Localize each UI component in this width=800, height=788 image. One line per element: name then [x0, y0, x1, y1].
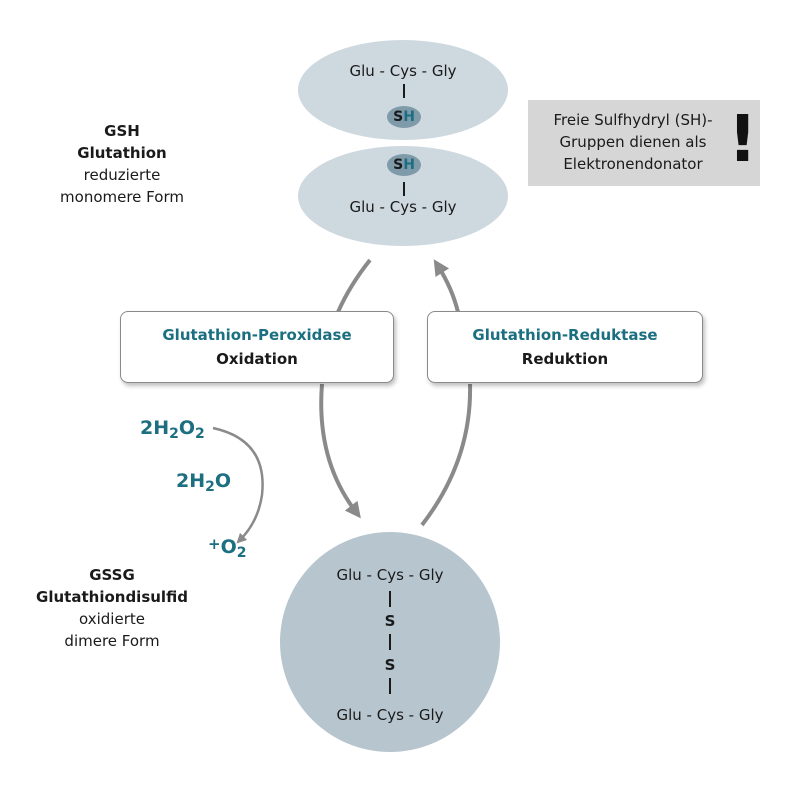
sulfur-label: S: [393, 157, 404, 173]
sulfhydryl-note: Freie Sulfhydryl (SH)- Gruppen dienen al…: [528, 100, 760, 186]
hydrogen-label: H: [403, 157, 415, 173]
gsh-bottom-sh-group: SH: [387, 154, 421, 176]
oxidation-arrow-lower: [319, 383, 361, 519]
gssg-bond-3: [389, 678, 391, 694]
gsh-name: Glutathion: [77, 144, 167, 162]
gssg-bond-2: [389, 634, 391, 650]
note-line-3: Elektronendonator: [563, 155, 703, 173]
enzyme-peroxidase: Glutathion-Peroxidase Oxidation: [120, 311, 394, 383]
gssg-abbr: GSSG: [89, 566, 135, 584]
enzyme-reductase: Glutathion-Reduktase Reduktion: [427, 311, 703, 383]
gsh-top-bond: [403, 84, 405, 98]
gssg-bond-1: [389, 591, 391, 607]
formula-hydrogen-peroxide: 2H2O2: [140, 417, 205, 442]
reduction-arrow-lower: [420, 383, 473, 527]
hydrogen-label: H: [403, 109, 415, 125]
sulfur-label: S: [393, 109, 404, 125]
gssg-state: oxidierte: [79, 610, 145, 628]
gssg-sulfur-1: S: [384, 612, 396, 630]
peroxidase-name: Glutathion-Peroxidase: [162, 326, 352, 344]
gssg-sulfur-2: S: [384, 656, 396, 674]
gssg-bottom-chain: Glu - Cys - Gly: [336, 706, 444, 724]
gsh-top-sh-group: SH: [387, 106, 421, 128]
reduction-label: Reduktion: [521, 350, 609, 368]
gsh-form: monomere Form: [60, 188, 184, 206]
oxidation-label: Oxidation: [216, 350, 298, 368]
reductase-name: Glutathion-Reduktase: [472, 326, 658, 344]
gsh-label: GSH Glutathion reduzierte monomere Form: [22, 120, 222, 208]
note-line-1: Freie Sulfhydryl (SH)-: [553, 111, 713, 129]
gsh-bottom-chain: Glu - Cys - Gly: [349, 198, 457, 216]
gsh-state: reduzierte: [83, 166, 161, 184]
peroxide-conversion-arrow: [212, 426, 264, 544]
gssg-label: GSSG Glutathiondisulfid oxidierte dimere…: [12, 564, 212, 652]
exclamation-icon: !: [728, 103, 758, 177]
formula-water: 2H2O: [176, 470, 232, 495]
gsh-top-chain: Glu - Cys - Gly: [349, 62, 457, 80]
formula-oxygen: +O2: [208, 535, 247, 561]
note-line-2: Gruppen dienen als: [559, 133, 707, 151]
reduction-arrow-upper: [433, 259, 460, 313]
gsh-abbr: GSH: [104, 122, 140, 140]
gssg-form: dimere Form: [64, 632, 160, 650]
gssg-top-chain: Glu - Cys - Gly: [336, 566, 444, 584]
gssg-name: Glutathiondisulfid: [36, 588, 188, 606]
gsh-bottom-bond: [403, 182, 405, 196]
oxidation-arrow-upper: [336, 258, 372, 313]
